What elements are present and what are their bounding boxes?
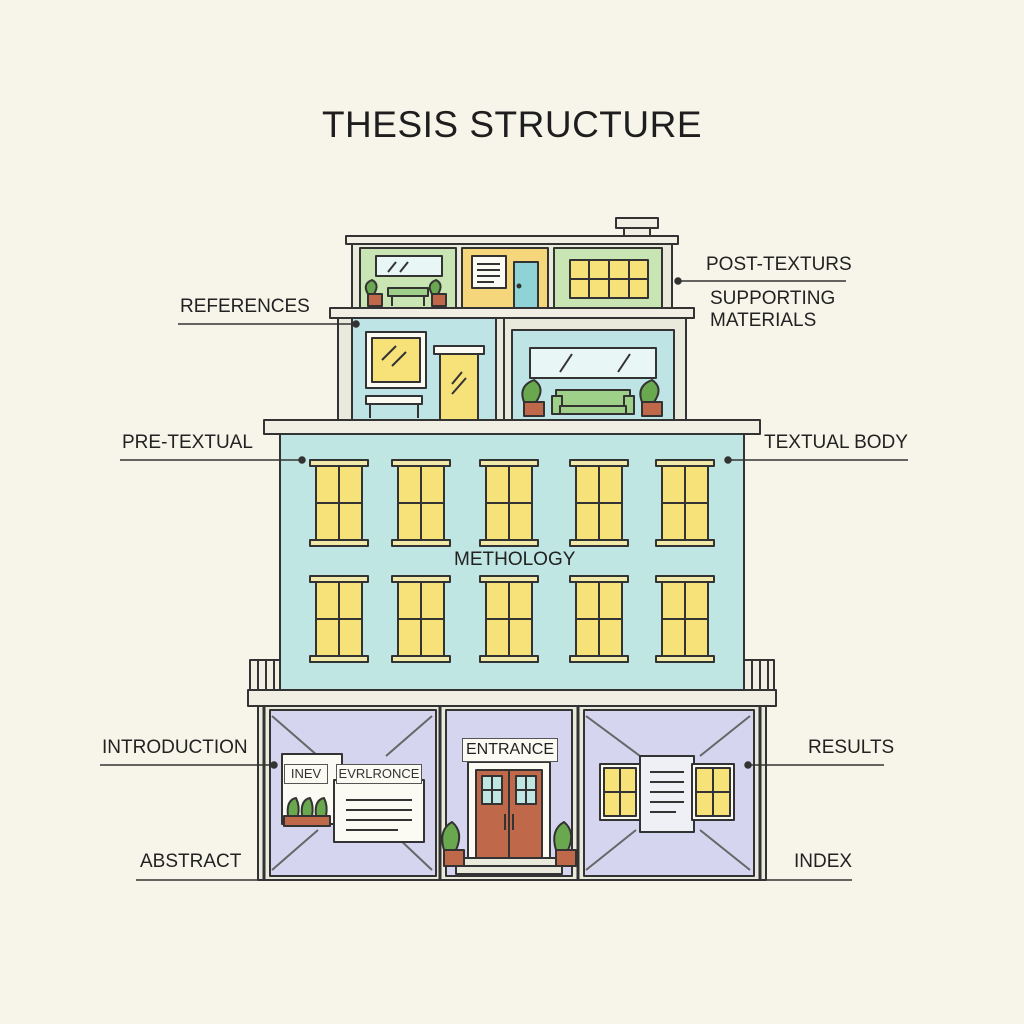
main-floor-windows	[309, 459, 715, 663]
upper-floor	[329, 307, 695, 421]
label-introduction: INTRODUCTION	[102, 737, 248, 758]
evrlronce-sign: EVRLRONCE	[336, 764, 422, 784]
window-1-4	[655, 575, 715, 663]
plant-icon	[428, 279, 447, 307]
window-0-1	[391, 459, 451, 547]
plant-icon	[639, 379, 663, 417]
label-abstract: ABSTRACT	[140, 851, 242, 872]
label-post-textual: POST-TEXTURS	[706, 254, 852, 275]
label-textual-body: TEXTUAL BODY	[764, 432, 908, 453]
top-floor	[345, 217, 679, 309]
door-icon	[475, 769, 543, 859]
label-results: RESULTS	[808, 737, 895, 758]
leader-lines	[100, 277, 908, 881]
label-supporting-materials: SUPPORTING MATERIALS	[710, 288, 836, 331]
window-1-3	[569, 575, 629, 663]
window-0-4	[655, 459, 715, 547]
label-references: REFERENCES	[180, 296, 310, 317]
window-0-3	[569, 459, 629, 547]
plant-icon	[364, 279, 383, 307]
window-1-0	[309, 575, 369, 663]
label-pre-textual: PRE-TEXTUAL	[122, 432, 253, 453]
window-1-2	[479, 575, 539, 663]
inev-sign: INEV	[284, 764, 328, 784]
plant-icon	[521, 379, 545, 417]
window-0-2	[479, 459, 539, 547]
window-1-1	[391, 575, 451, 663]
door-icon	[513, 261, 539, 309]
bench-icon	[365, 395, 423, 418]
entrance-sign: ENTRANCE	[462, 738, 558, 762]
bench-icon	[387, 287, 429, 306]
window-0-0	[309, 459, 369, 547]
balcony-ledge	[247, 659, 777, 707]
plant-icon	[441, 821, 465, 867]
ground-floor	[257, 705, 767, 881]
document-icon	[471, 255, 507, 289]
diagram-title: THESIS STRUCTURE	[321, 104, 703, 145]
label-methodology: METHOLOGY	[454, 549, 576, 570]
sofa-icon	[551, 389, 635, 415]
label-index: INDEX	[794, 851, 853, 872]
plant-icon	[553, 821, 577, 867]
plant-icon	[286, 797, 328, 817]
